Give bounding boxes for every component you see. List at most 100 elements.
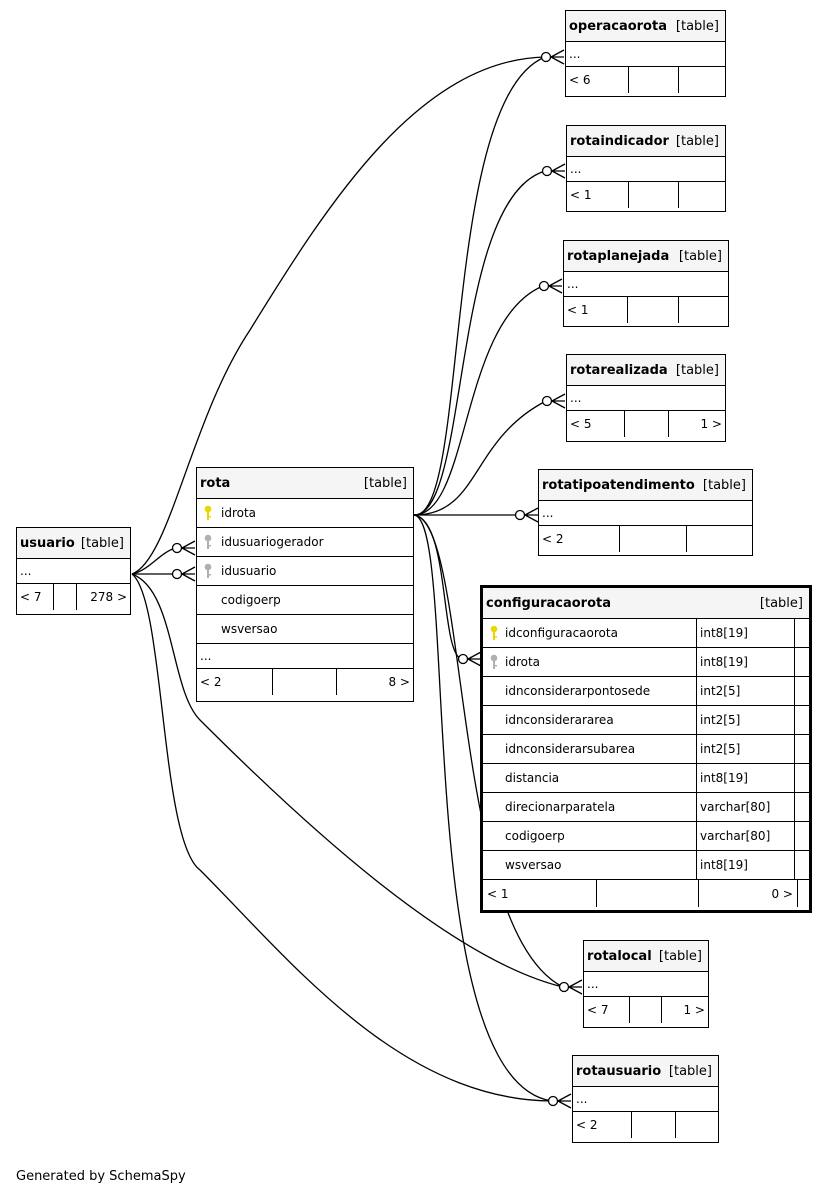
column-row[interactable]: codigoerp [197,586,413,615]
parents-count[interactable]: < 5 [567,411,625,437]
table-header: operacaorota [table] [566,11,725,42]
column-row[interactable]: idnconsiderarsubarea int2[5] [483,735,809,764]
column-row[interactable]: distancia int8[19] [483,764,809,793]
parents-count[interactable]: < 6 [566,67,629,93]
table-usuario[interactable]: usuario [table] ... < 7 278 > [16,527,131,615]
table-name: rota [200,475,231,491]
children-count[interactable] [679,67,725,93]
children-count[interactable]: 8 > [388,675,410,689]
column-row[interactable]: idrota int8[19] [483,648,809,677]
table-name: rotatipoatendimento [542,477,695,493]
ellipsis-row: ... [573,1087,718,1112]
table-type: [table] [363,475,407,491]
column-name: wsversao [221,622,278,636]
column-row[interactable]: idnconsiderarpontosede int2[5] [483,677,809,706]
table-rota[interactable]: rota [table] idrota idusuariogerador idu… [196,467,414,702]
table-header: configuracaorota [table] [483,588,809,619]
edge-rota-rotaplanejada [413,285,544,516]
column-count [632,1112,676,1138]
children-count[interactable] [679,182,725,208]
column-count [630,997,662,1023]
table-header: rotausuario [table] [573,1056,718,1087]
table-footer: < 7 278 > [17,584,130,610]
children-count[interactable] [687,526,752,552]
table-footer: < 1 [567,182,725,208]
column-type: int2[5] [697,677,795,705]
column-row[interactable]: idusuariogerador [197,528,413,557]
ellipsis-row: ... [564,272,728,297]
edge-rota-rotausuario [413,514,553,1102]
parents-count[interactable]: < 2 [539,526,620,552]
column-row[interactable]: idnconsiderararea int2[5] [483,706,809,735]
parents-count[interactable]: < 2 [573,1112,632,1138]
table-footer: < 6 [566,67,725,93]
table-type: [table] [675,18,719,34]
column-row[interactable]: wsversao [197,615,413,644]
column-count [628,297,679,323]
fk-key-icon [197,563,219,579]
table-operacaorota[interactable]: operacaorota [table] ... < 6 [565,10,726,97]
column-name: idrota [505,655,541,669]
column-row[interactable]: direcionarparatela varchar[80] [483,793,809,822]
ellipsis-row: ... [567,386,725,411]
column-row[interactable]: idusuario [197,557,413,586]
edge-rota-operacaorota [413,56,546,516]
table-header: rotarealizada [table] [567,355,725,386]
parents-count[interactable]: < 1 [483,880,597,907]
table-name: rotaindicador [570,133,669,149]
column-row[interactable]: idconfiguracaorota int8[19] [483,619,809,648]
table-footer: < 2 [539,526,752,552]
children-count[interactable]: 0 > [771,886,793,901]
table-header: rotaplanejada [table] [564,241,728,272]
edge-rota-rotalocal [413,514,564,988]
parents-count[interactable]: < 2 [197,669,273,695]
table-header: rotatipoatendimento [table] [539,470,752,501]
table-type: [table] [759,595,803,611]
column-name: idconfiguracaorota [505,626,618,640]
children-count[interactable]: 278 > [90,590,127,604]
column-row[interactable]: idrota [197,499,413,528]
column-type: varchar[80] [697,822,795,850]
column-name: codigoerp [505,829,565,843]
table-type: [table] [678,248,722,264]
column-row[interactable]: wsversao int8[19] [483,851,809,880]
parents-count[interactable]: < 1 [567,182,629,208]
table-name: rotarealizada [570,362,668,378]
table-footer: < 7 1 > [584,997,708,1023]
column-count [597,880,699,907]
children-count[interactable] [679,297,728,323]
table-rotatipoatendimento[interactable]: rotatipoatendimento [table] ... < 2 [538,469,753,556]
column-name: codigoerp [221,593,281,607]
children-count[interactable]: 1 > [683,1003,705,1017]
children-count[interactable]: 1 > [700,417,722,431]
table-name: rotaplanejada [567,248,670,264]
table-rotaplanejada[interactable]: rotaplanejada [table] ... < 1 [563,240,729,327]
table-rotausuario[interactable]: rotausuario [table] ... < 2 [572,1055,719,1143]
parents-count[interactable]: < 7 [584,997,630,1023]
pk-key-icon [483,625,505,641]
parents-count[interactable]: < 7 [17,584,54,610]
table-header: usuario [table] [17,528,130,559]
ellipsis-row: ... [197,644,413,669]
parents-count[interactable]: < 1 [564,297,628,323]
ellipsis-row: ... [539,501,752,526]
edge-rota-rotaindicador [413,170,546,516]
column-row[interactable]: codigoerp varchar[80] [483,822,809,851]
fk-key-icon [483,654,505,670]
table-type: [table] [675,133,719,149]
table-rotarealizada[interactable]: rotarealizada [table] ... < 5 1 > [566,354,726,442]
table-footer: < 2 8 > [197,669,413,695]
children-count[interactable] [676,1112,718,1138]
table-type: [table] [668,1063,712,1079]
table-rotalocal[interactable]: rotalocal [table] ... < 7 1 > [583,940,709,1028]
pk-key-icon [197,505,219,521]
table-name: operacaorota [569,18,667,34]
column-type: int8[19] [697,764,795,792]
table-configuracaorota[interactable]: configuracaorota [table] idconfiguracaor… [480,585,812,913]
ellipsis-row: ... [567,157,725,182]
table-header: rotaindicador [table] [567,126,725,157]
edge-usuario-rotausuario [131,573,553,1102]
column-type: int2[5] [697,706,795,734]
column-name: idrota [221,506,257,520]
table-rotaindicador[interactable]: rotaindicador [table] ... < 1 [566,125,726,212]
